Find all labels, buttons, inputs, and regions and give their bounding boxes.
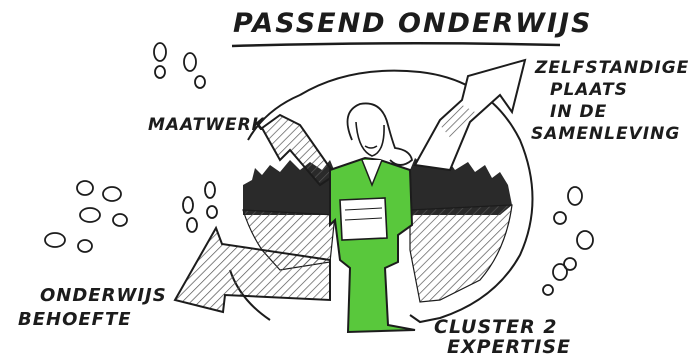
label-cluster-line: CLUSTER 2 [434, 316, 558, 338]
page-title: PASSEND ONDERWIJS [233, 8, 593, 39]
label-zelfstandige-line: SAMENLEVING [531, 124, 681, 144]
footprint-icon [44, 42, 594, 296]
label-maatwerk: MAATWERK [148, 115, 266, 135]
label-zelfstandige-line: ZELFSTANDIGE [535, 58, 690, 78]
label-zelfstandige-line: IN DE [550, 102, 608, 122]
label-zelfstandige-line: PLAATS [550, 80, 628, 100]
label-onderwijsbehoefte-line: ONDERWIJS [40, 285, 167, 306]
label-cluster-line: EXPERTISE [447, 336, 572, 358]
arrow-icon [260, 113, 337, 187]
arrow-icon [173, 225, 331, 314]
label-onderwijsbehoefte-line: BEHOEFTE [18, 309, 132, 330]
teacher-figure-icon [329, 102, 416, 334]
title-underline [231, 41, 561, 48]
arrow-icon [413, 58, 527, 172]
